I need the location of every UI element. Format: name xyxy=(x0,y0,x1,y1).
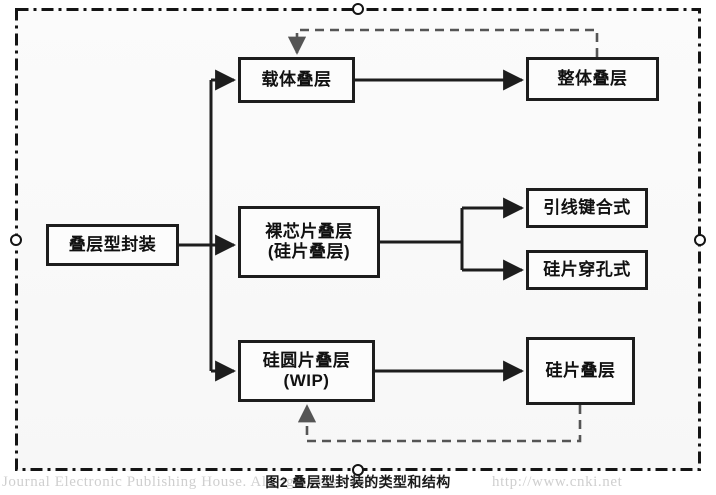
watermark: Journal Electronic Publishing House. All… xyxy=(0,474,716,495)
node-through-silicon-via-label: 硅片穿孔式 xyxy=(543,259,631,279)
node-wire-bonding-label: 引线键合式 xyxy=(543,197,631,217)
node-stacked-package[interactable]: 叠层型封装 xyxy=(46,224,179,266)
node-carrier-stack[interactable]: 载体叠层 xyxy=(238,57,355,103)
watermark-left-text: Journal Electronic Publishing House. All… xyxy=(2,474,378,490)
node-through-silicon-via[interactable]: 硅片穿孔式 xyxy=(526,250,648,290)
node-silicon-stack[interactable]: 硅片叠层 xyxy=(526,337,635,405)
node-bare-die-stack-label: 裸芯片叠层 (硅片叠层) xyxy=(265,221,353,261)
node-carrier-stack-label: 载体叠层 xyxy=(261,69,332,89)
node-silicon-stack-label: 硅片叠层 xyxy=(545,360,616,380)
watermark-right-text: http://www.cnki.net xyxy=(492,474,623,490)
node-overall-stack-label: 整体叠层 xyxy=(557,68,628,88)
node-wire-bonding[interactable]: 引线键合式 xyxy=(526,188,648,228)
node-wafer-stack[interactable]: 硅圆片叠层 (WIP) xyxy=(238,340,375,402)
node-stacked-package-label: 叠层型封装 xyxy=(68,234,157,254)
node-bare-die-stack[interactable]: 裸芯片叠层 (硅片叠层) xyxy=(238,206,380,278)
figure-caption: 图2 叠层型封装的类型和结构 xyxy=(265,474,451,490)
node-wafer-stack-label: 硅圆片叠层 (WIP) xyxy=(262,350,351,390)
node-overall-stack[interactable]: 整体叠层 xyxy=(526,57,659,101)
